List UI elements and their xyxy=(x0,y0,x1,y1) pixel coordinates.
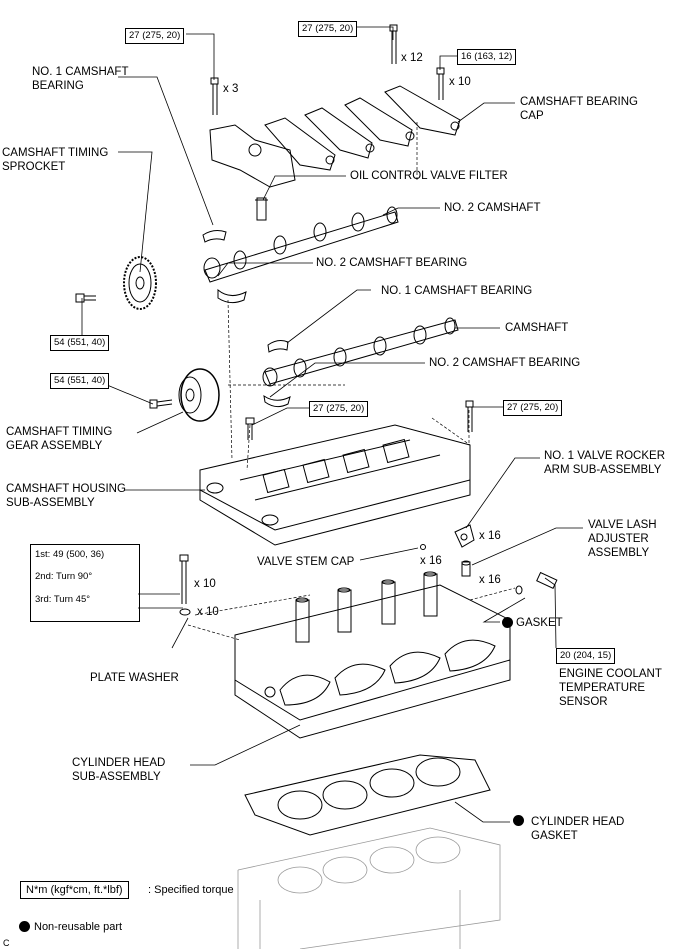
bearing-caps xyxy=(209,85,461,188)
label-no1-camshaft-bearing: NO. 1 CAMSHAFT BEARING xyxy=(381,285,533,297)
head-bolt xyxy=(179,554,191,616)
torque-box-cap-bolt-12: 27 (275, 20) xyxy=(298,21,358,37)
dashed-guides xyxy=(187,120,516,641)
label-camshaft: CAMSHAFT xyxy=(505,322,569,334)
bolts-top xyxy=(210,24,445,115)
qty-bearing-bolts: x 3 xyxy=(223,83,239,95)
valve-train-parts xyxy=(420,524,475,577)
legend-torque-desc: : Specified torque xyxy=(148,884,234,896)
label-oil-control-valve-filter: OIL CONTROL VALVE FILTER xyxy=(350,170,508,182)
housing-bolts xyxy=(245,400,474,440)
qty-lash-adjusters: x 16 xyxy=(479,574,501,586)
no2-camshaft xyxy=(203,206,399,283)
half-bearings xyxy=(202,230,291,408)
label-no2-camshaft: NO. 2 CAMSHAFT xyxy=(444,202,541,214)
torque-box-coolant-sensor: 20 (204, 15) xyxy=(556,648,616,664)
cylinder-head xyxy=(234,571,511,739)
label-camshaft-timing-sprocket: CAMSHAFT TIMING SPROCKET xyxy=(2,147,109,173)
camshaft xyxy=(262,317,459,387)
legend-torque-unit-box: N*m (kgf*cm, ft.*lbf) xyxy=(20,881,129,899)
qty-cap-bolts-10: x 10 xyxy=(449,76,471,88)
legend-nonreusable-text: Non-reusable part xyxy=(34,921,123,933)
torque-box-sprocket-bolt: 54 (551, 40) xyxy=(50,335,110,351)
torque-box-gear-bolt: 54 (551, 40) xyxy=(50,373,110,389)
qty-plate-washers: x 10 xyxy=(197,606,219,618)
torque-box-head-bolt: 1st: 49 (500, 36) 2nd: Turn 90° 3rd: Tur… xyxy=(30,544,140,622)
torque-box-bearing-bolt: 27 (275, 20) xyxy=(125,28,185,44)
leader-lines xyxy=(81,26,583,823)
torque-box-housing-bolt-left: 27 (275, 20) xyxy=(309,401,369,417)
torque-box-cap-bolt-10: 16 (163, 12) xyxy=(457,49,517,65)
label-no2-camshaft-bearing-a: NO. 2 CAMSHAFT BEARING xyxy=(316,257,468,269)
head-bolt-step-3: 3rd: Turn 45° xyxy=(35,594,91,605)
oil-filter xyxy=(255,197,268,221)
label-plate-washer: PLATE WASHER xyxy=(90,672,179,684)
label-valve-lash-adjuster: VALVE LASH ADJUSTER ASSEMBLY xyxy=(588,519,657,559)
corner-code: C xyxy=(3,938,10,948)
label-cylinder-head-gasket: CYLINDER HEAD GASKET xyxy=(531,816,625,842)
label-no1-camshaft-bearing-top: NO. 1 CAMSHAFT BEARING xyxy=(32,66,129,92)
head-gasket xyxy=(244,754,491,836)
label-camshaft-housing: CAMSHAFT HOUSING SUB-ASSEMBLY xyxy=(6,483,126,509)
label-camshaft-bearing-cap: CAMSHAFT BEARING CAP xyxy=(520,96,638,122)
label-cylinder-head: CYLINDER HEAD SUB-ASSEMBLY xyxy=(72,757,166,783)
qty-head-bolts: x 10 xyxy=(194,578,216,590)
head-bolt-step-1: 1st: 49 (500, 36) xyxy=(35,549,105,560)
timing-gear xyxy=(149,368,220,422)
label-gasket: GASKET xyxy=(516,617,563,629)
label-no1-valve-rocker-arm: NO. 1 VALVE ROCKER ARM SUB-ASSEMBLY xyxy=(544,450,665,476)
engine-block xyxy=(237,827,501,949)
label-camshaft-timing-gear: CAMSHAFT TIMING GEAR ASSEMBLY xyxy=(6,426,113,452)
label-valve-stem-cap: VALVE STEM CAP xyxy=(257,556,355,568)
timing-sprocket xyxy=(75,256,157,310)
nonreusable-dot-head-gasket xyxy=(513,815,524,826)
legend-nonreusable-dot xyxy=(19,921,30,932)
coolant-sensor xyxy=(515,571,558,595)
torque-box-housing-bolt-right: 27 (275, 20) xyxy=(503,400,563,416)
nonreusable-dot-gasket xyxy=(502,617,513,628)
qty-rocker-arms: x 16 xyxy=(479,530,501,542)
qty-cap-bolts-12: x 12 xyxy=(401,52,423,64)
qty-stem-caps: x 16 xyxy=(420,555,442,567)
label-no2-camshaft-bearing-b: NO. 2 CAMSHAFT BEARING xyxy=(429,357,581,369)
label-engine-coolant-sensor: ENGINE COOLANT TEMPERATURE SENSOR xyxy=(559,668,662,708)
head-bolt-step-2: 2nd: Turn 90° xyxy=(35,571,93,582)
camshaft-housing xyxy=(199,424,471,546)
